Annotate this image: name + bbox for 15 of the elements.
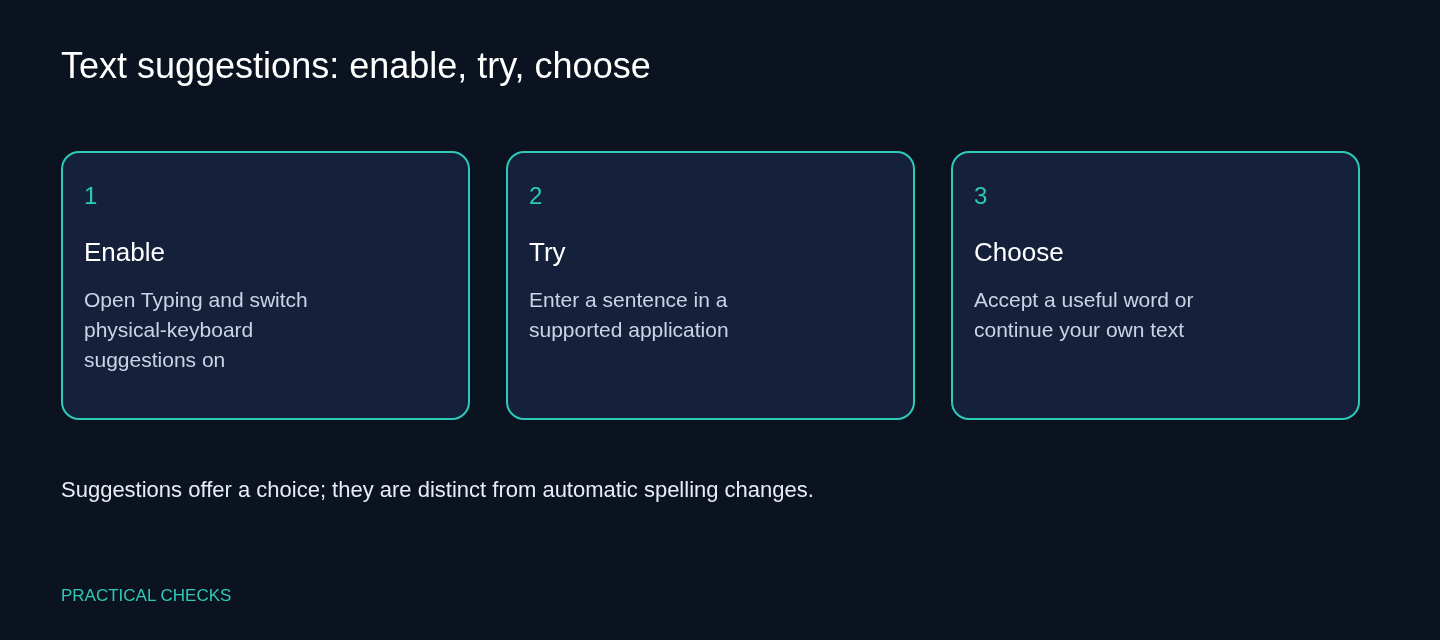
step-card — [951, 151, 1360, 420]
step-description: Accept a useful word or continue your own text — [974, 287, 1195, 343]
step-heading: Try — [529, 236, 566, 268]
step-heading: Choose — [974, 236, 1064, 268]
step-card — [61, 151, 470, 420]
step-number: 1 — [84, 181, 98, 211]
step-number: 3 — [974, 181, 988, 211]
diagram-title: Text suggestions: enable, try, choose — [61, 44, 651, 88]
step-description: Open Typing and switch physical-keyboard suggestions on — [84, 287, 309, 373]
step-description: Enter a sentence in a supported application — [529, 287, 730, 343]
footer-label: PRACTICAL CHECKS — [61, 585, 232, 607]
step-card — [506, 151, 915, 420]
caption-text: Suggestions offer a choice; they are distinct from automatic spelling changes. — [61, 476, 814, 504]
step-number: 2 — [529, 181, 543, 211]
step-heading: Enable — [84, 236, 165, 268]
